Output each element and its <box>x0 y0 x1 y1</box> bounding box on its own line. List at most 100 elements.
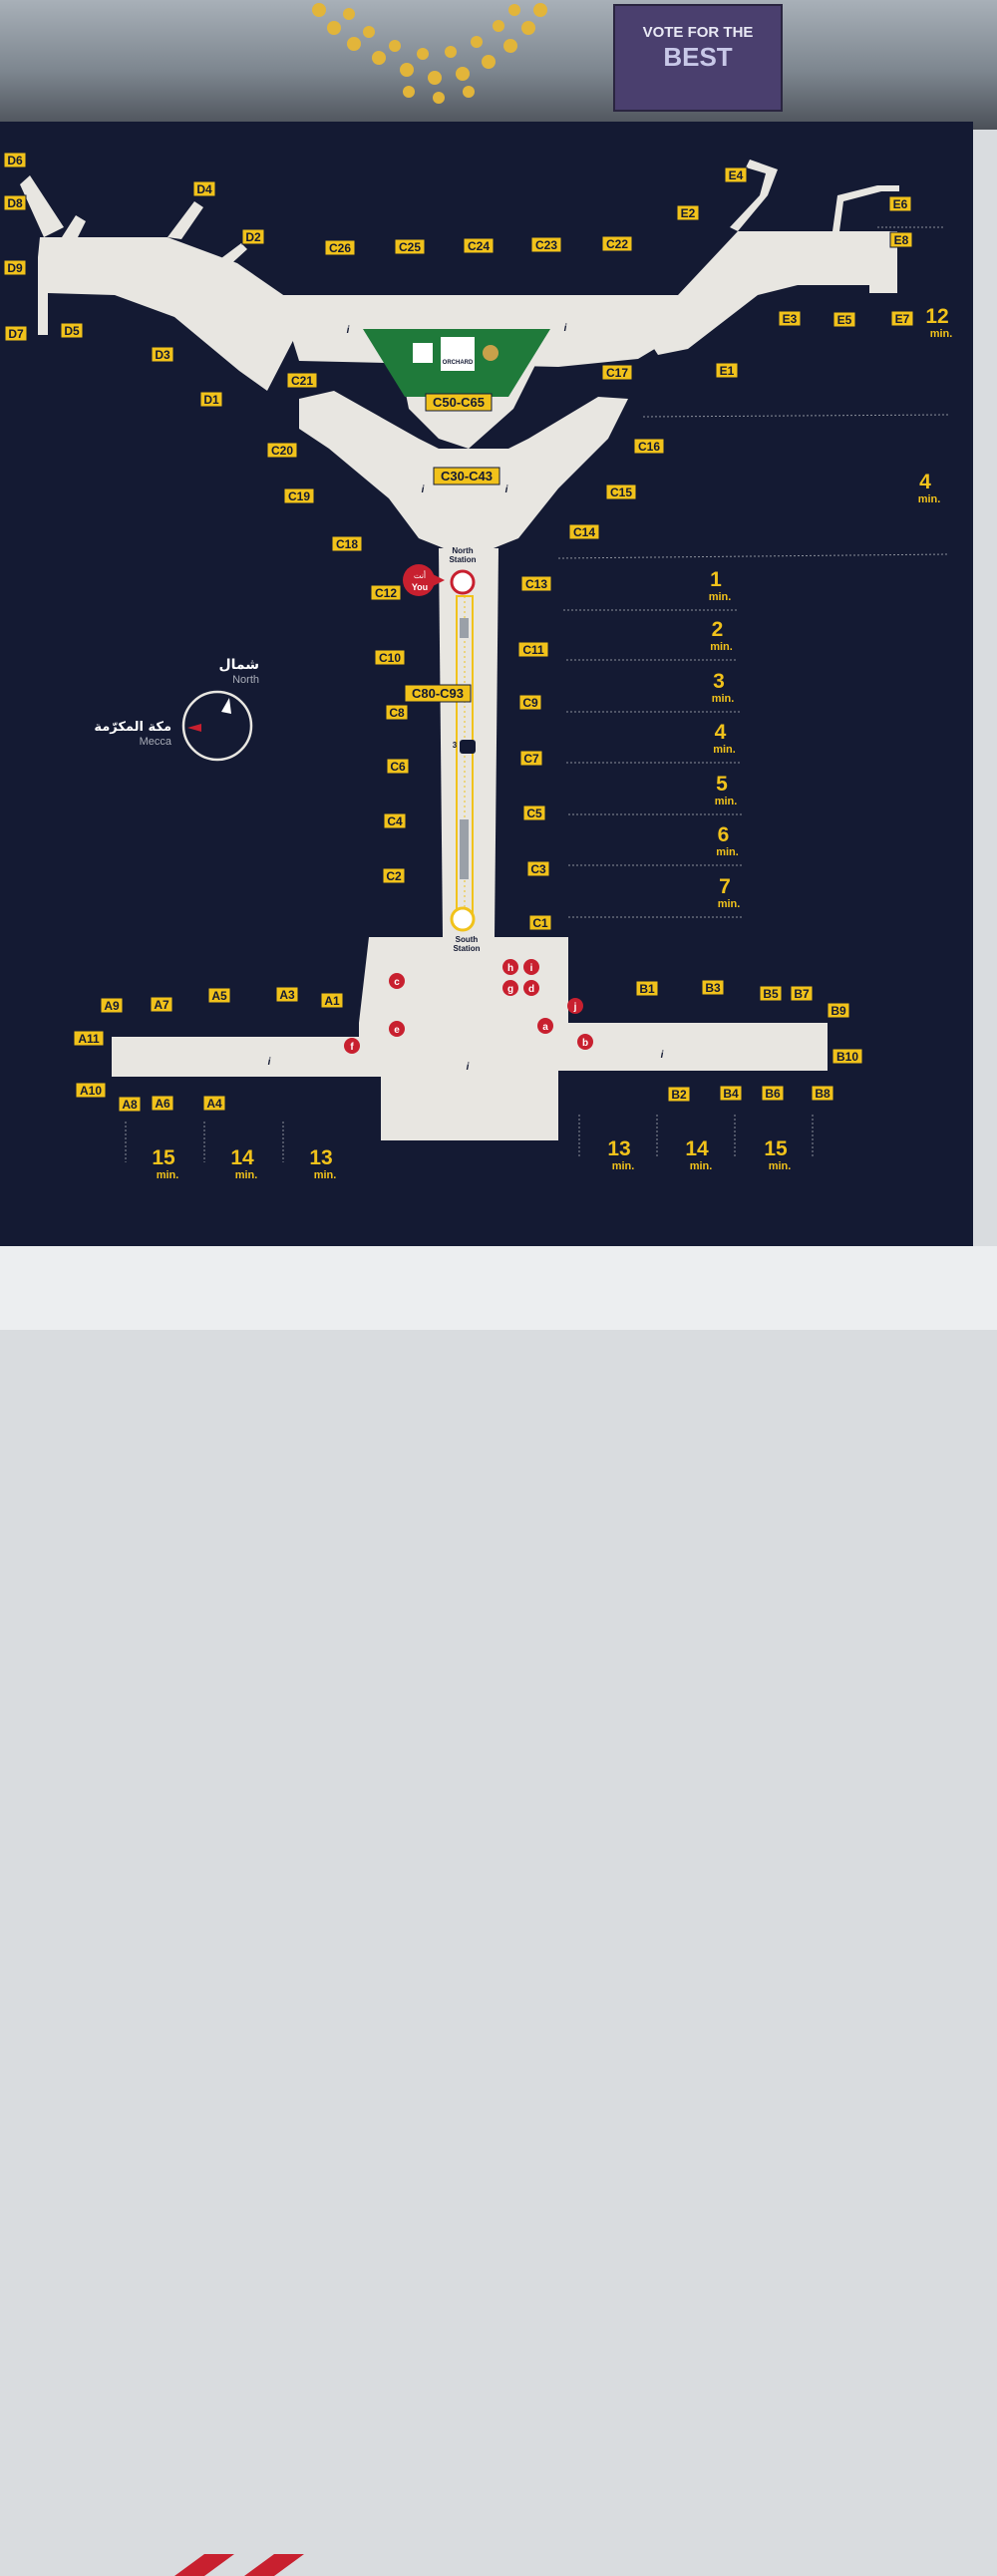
gate-a6-label: A6 <box>155 1097 170 1111</box>
gate-d2-label: D2 <box>245 230 261 244</box>
zone-e-marker <box>389 1021 405 1037</box>
zone-f-label: f <box>350 1042 354 1053</box>
gate-a10-label: A10 <box>80 1084 102 1098</box>
walk-time-b-wing-2-value: 14 <box>685 1137 709 1160</box>
walk-time-c-pier-5-unit: min. <box>715 796 738 807</box>
gate-range-middle-label: C30-C43 <box>441 469 493 483</box>
gate-d3-box <box>151 346 174 363</box>
gate-range-upper-label: C50-C65 <box>433 395 485 410</box>
gate-e2-box <box>676 204 700 221</box>
gate-b7-box <box>790 985 814 1002</box>
gate-e5-label: E5 <box>837 313 852 327</box>
gate-c20-label: C20 <box>271 444 293 458</box>
north-arrow-icon <box>221 698 231 714</box>
gate-b6-box <box>761 1085 785 1102</box>
gate-range-lower-box <box>404 684 472 703</box>
airline-logo <box>174 2554 304 2576</box>
gate-c8-label: C8 <box>389 706 405 720</box>
mecca-arrow-icon <box>187 724 201 732</box>
gate-a3-label: A3 <box>279 988 295 1002</box>
gate-a4-label: A4 <box>206 1097 222 1111</box>
gate-c8-box <box>385 704 409 721</box>
compass-mecca-arabic: مكة المكرّمة <box>94 720 171 735</box>
gate-a8-box <box>118 1096 142 1113</box>
gate-d1-label: D1 <box>203 393 219 407</box>
gate-e7-box <box>890 310 914 327</box>
walk-time-b-wing-2-unit: min. <box>690 1160 713 1172</box>
train-minutes: 3 <box>453 741 458 750</box>
north-station-label-1: North <box>452 546 473 555</box>
gate-c14-label: C14 <box>573 525 595 539</box>
zone-a-marker <box>537 1018 553 1034</box>
you-label-english: You <box>412 582 428 592</box>
gate-b2-box <box>667 1086 691 1103</box>
walk-time-c-pier-3-unit: min. <box>712 693 735 705</box>
zone-f-marker <box>344 1038 360 1054</box>
gate-c7-box <box>519 750 543 767</box>
gate-c21-box <box>286 372 318 389</box>
gate-range-lower-label: C80-C93 <box>412 686 464 701</box>
gate-d7-box <box>4 325 28 342</box>
gate-b6-label: B6 <box>765 1087 781 1101</box>
walk-time-c-pier-7-value: 7 <box>719 875 731 898</box>
gate-c12-label: C12 <box>375 586 397 600</box>
gate-b8-label: B8 <box>815 1087 831 1101</box>
gate-b1-label: B1 <box>639 982 655 996</box>
info-icon: i <box>347 325 350 336</box>
gate-d8-label: D8 <box>7 196 23 210</box>
gate-b8-box <box>811 1085 834 1102</box>
orchard-logo-text: ORCHARD <box>443 360 474 366</box>
gate-a4-box <box>202 1095 226 1112</box>
info-icon: i <box>661 1050 664 1061</box>
north-station-icon <box>450 569 476 595</box>
walk-time-c-pier-3-value: 3 <box>713 670 725 693</box>
billboard-line-1: VOTE FOR THE <box>642 24 754 41</box>
gate-c22-box <box>601 235 633 252</box>
mall-background-photo: VOTE FOR THE BEST <box>0 0 997 130</box>
walk-time-c-pier-5-value: 5 <box>716 773 728 796</box>
walk-time-e-concourse-unit: min. <box>930 328 953 340</box>
gate-c11-box <box>517 641 549 658</box>
gate-c22-label: C22 <box>606 237 628 251</box>
cafe-icon <box>483 345 498 361</box>
walk-time-c-pier-6-unit: min. <box>716 846 739 858</box>
gate-c25-box <box>394 238 426 255</box>
walk-time-c-pier-4-value: 4 <box>715 721 727 744</box>
gate-c2-label: C2 <box>386 869 402 883</box>
gate-a10-box <box>75 1082 107 1099</box>
gate-a1-label: A1 <box>324 994 340 1008</box>
gate-c12-box <box>370 584 402 601</box>
gate-a5-label: A5 <box>211 989 227 1003</box>
compass-mecca-english: Mecca <box>140 736 172 748</box>
walk-time-e-concourse-value: 12 <box>925 305 948 328</box>
gate-e8-label: E8 <box>894 233 909 247</box>
walk-time-b-wing-3-unit: min. <box>769 1160 792 1172</box>
gate-c21-label: C21 <box>291 374 313 388</box>
gate-c9-label: C9 <box>522 696 538 710</box>
gate-c15-box <box>605 483 637 500</box>
zone-e-label: e <box>394 1025 400 1036</box>
walk-time-c-pier-7-unit: min. <box>718 898 741 910</box>
gate-e8-box <box>889 231 913 248</box>
gate-b5-box <box>759 985 783 1002</box>
gate-c6-box <box>386 758 410 775</box>
zone-h-label: h <box>507 963 513 974</box>
zone-c-label: c <box>394 977 400 988</box>
gate-c19-label: C19 <box>288 489 310 503</box>
walk-time-c-pier-6-value: 6 <box>718 823 730 846</box>
gate-c24-box <box>463 237 495 254</box>
info-icon: i <box>564 323 567 334</box>
restaurant-icon <box>413 343 433 363</box>
gate-c10-box <box>374 649 406 666</box>
gate-b7-label: B7 <box>794 987 810 1001</box>
gate-d5-label: D5 <box>64 324 80 338</box>
zone-c-marker <box>389 973 405 989</box>
zone-d-marker <box>523 980 539 996</box>
gate-c17-box <box>601 364 633 381</box>
gate-a9-box <box>100 997 124 1014</box>
board-stand-base <box>0 1246 997 2576</box>
walk-time-c-upper-unit: min. <box>918 493 941 505</box>
gate-c23-box <box>530 236 562 253</box>
walk-time-c-pier-1-unit: min. <box>709 591 732 603</box>
